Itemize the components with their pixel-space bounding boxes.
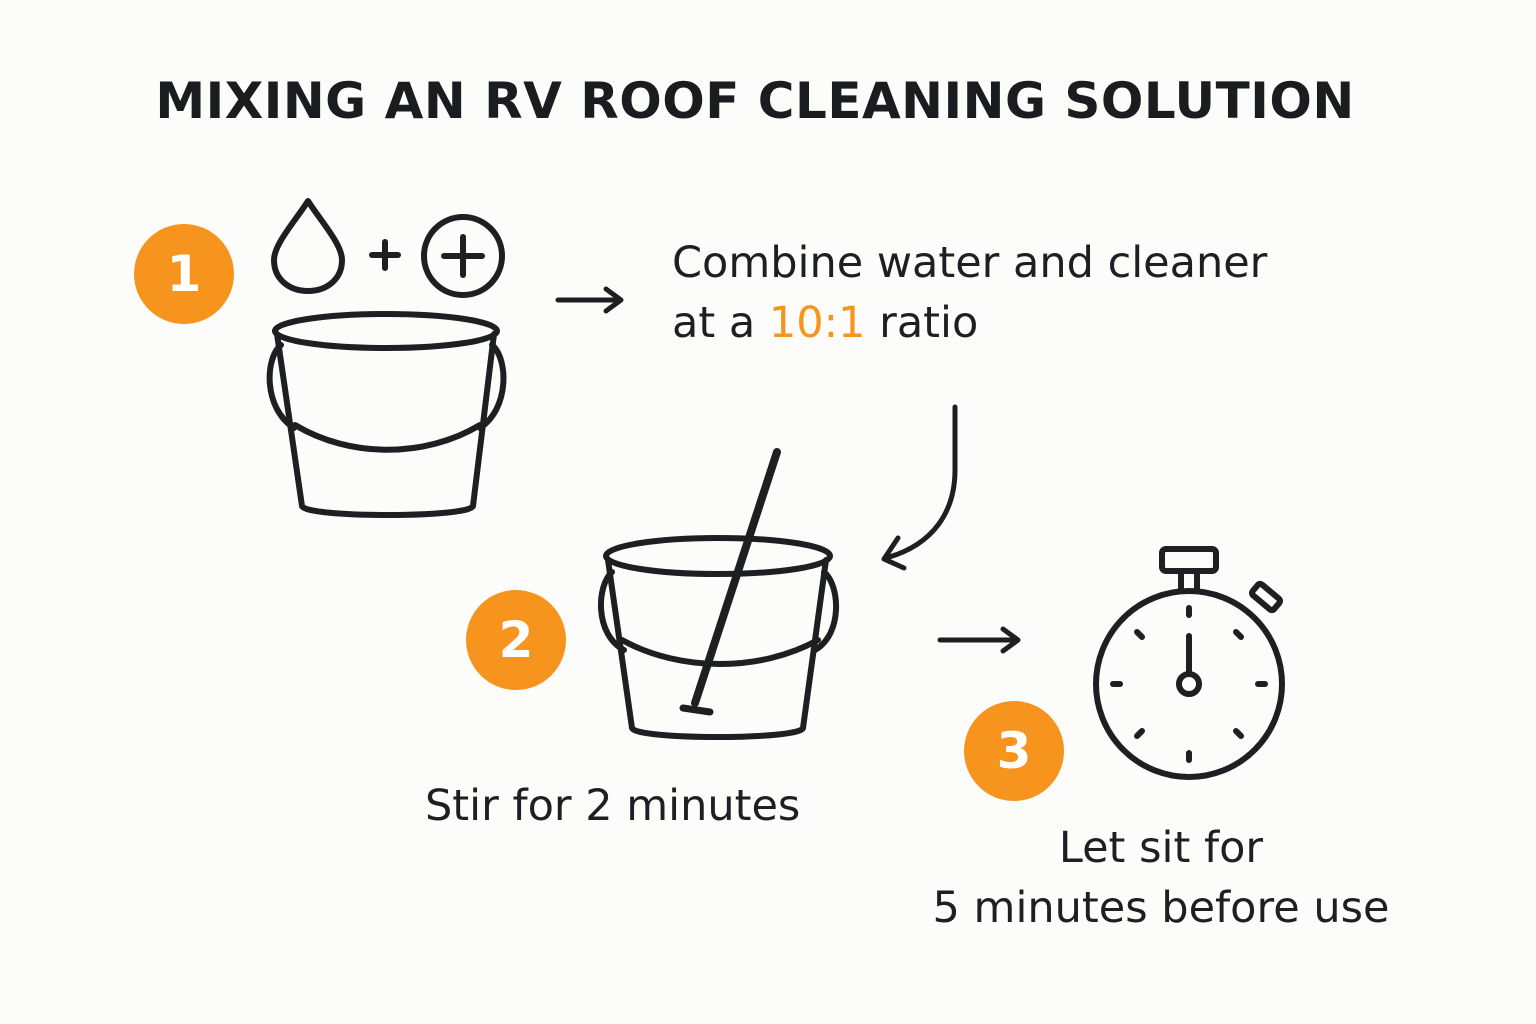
step-3-line-2: 5 minutes before use — [932, 883, 1390, 933]
stopwatch-icon — [1093, 546, 1285, 780]
step-1-line-1: Combine water and cleaner — [672, 238, 1268, 288]
step-3-badge: 3 — [964, 701, 1064, 801]
step-3-line-1: Let sit for — [1058, 823, 1264, 873]
step-3-caption: Let sit for 5 minutes before use — [876, 818, 1446, 938]
step-1-line-2: at a 10:1 ratio — [672, 293, 1267, 353]
curved-down-arrow-icon — [881, 404, 958, 571]
step-1-caption: Combine water and cleaner at a 10:1 rati… — [672, 233, 1267, 353]
step-1-badge: 1 — [134, 224, 234, 324]
right-arrow-icon — [555, 286, 624, 314]
cleaner-plus-circle-icon — [421, 214, 505, 298]
water-drop-icon — [271, 198, 345, 294]
bucket-icon — [266, 311, 507, 518]
step-1-suffix: ratio — [865, 298, 979, 348]
bucket-with-stirrer-icon — [597, 448, 840, 740]
step-2-badge: 2 — [466, 590, 566, 690]
step-1-prefix: at a — [672, 298, 769, 348]
plus-icon — [369, 239, 401, 271]
step-2-caption: Stir for 2 minutes — [425, 781, 801, 831]
page-title: MIXING AN RV ROOF CLEANING SOLUTION — [155, 72, 1355, 130]
right-arrow-icon — [937, 626, 1021, 654]
ratio-highlight: 10:1 — [768, 298, 866, 348]
